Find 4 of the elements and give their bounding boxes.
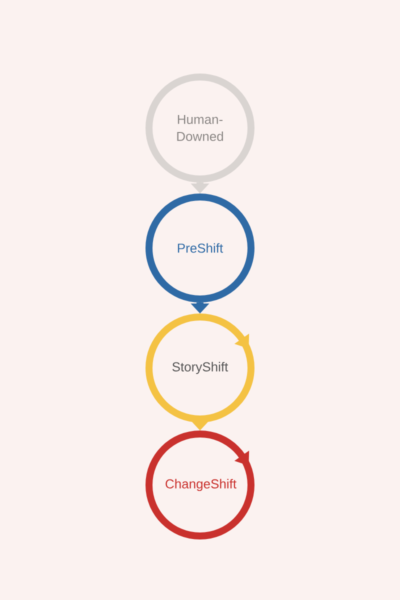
cycle-ring: StoryShift	[146, 314, 254, 422]
circle-node: Human-Downed	[146, 74, 254, 182]
cycle-ring: ChangeShift	[146, 430, 254, 540]
circle-node: PreShift	[146, 194, 254, 302]
